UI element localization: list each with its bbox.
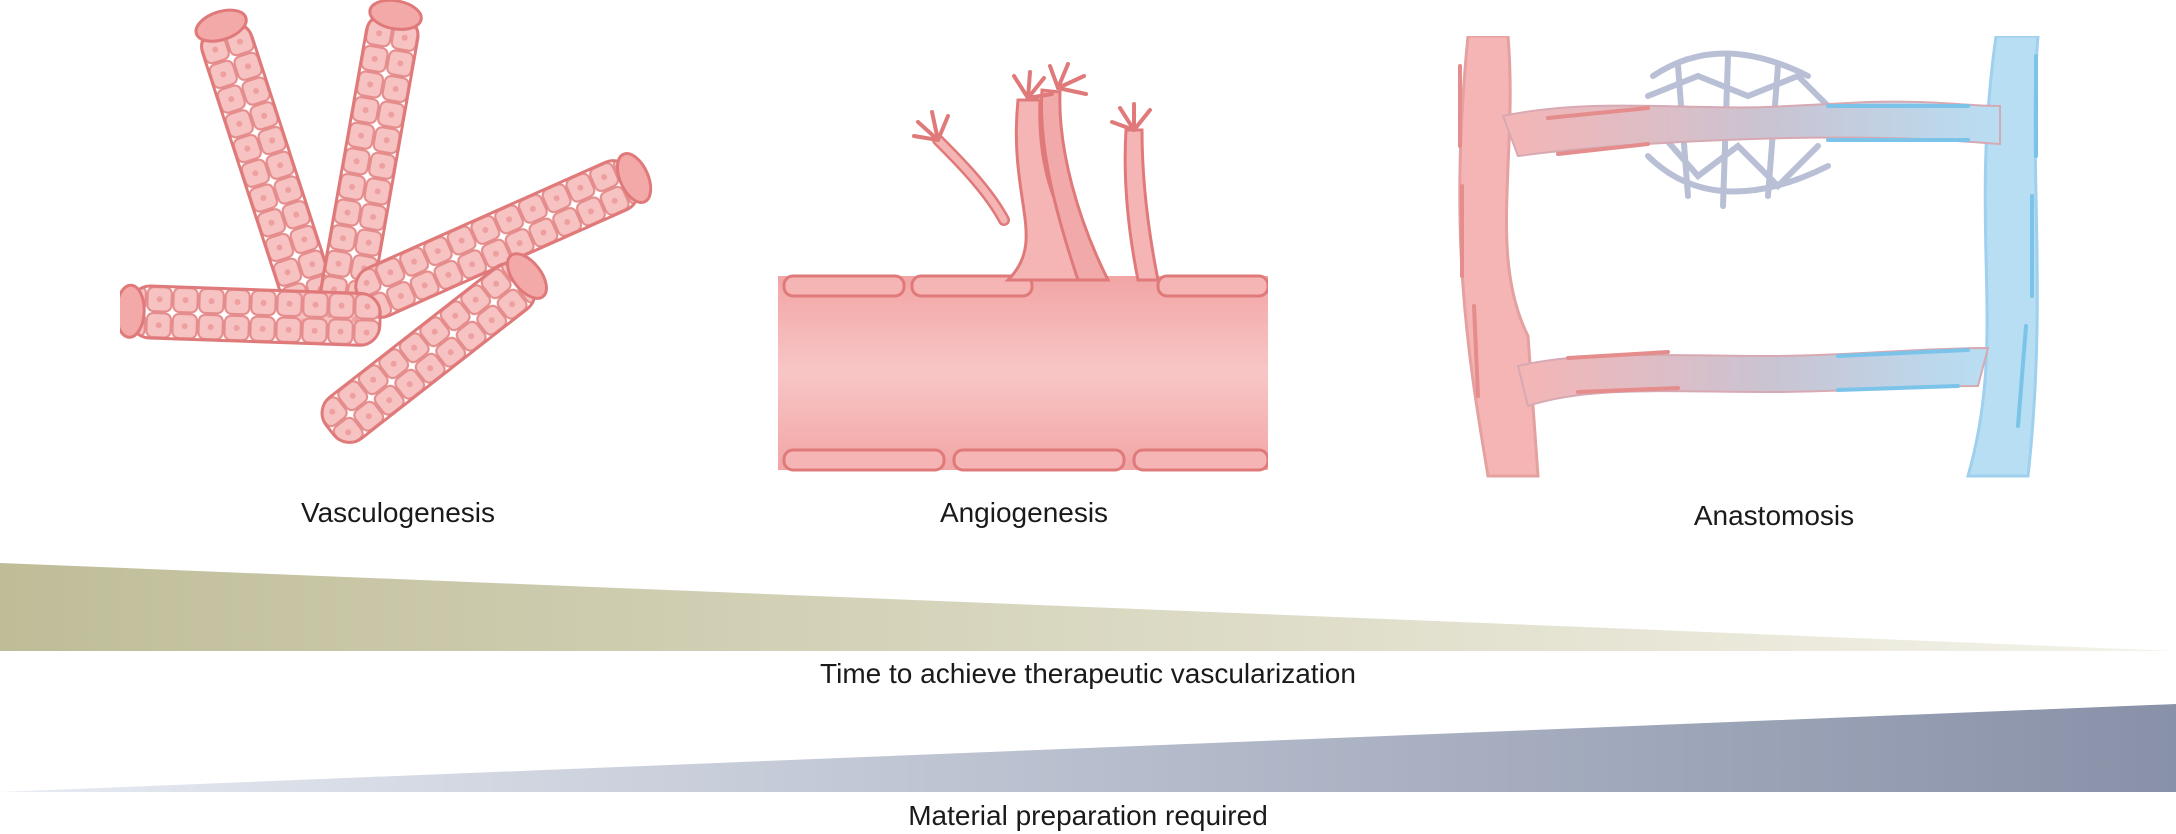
vasculogenesis-label: Vasculogenesis [300, 497, 496, 528]
vasculogenesis-illustration [120, 0, 680, 480]
anastomosis-label: Anastomosis [1693, 500, 1855, 531]
material-wedge [0, 704, 2176, 794]
angiogenesis-illustration [778, 40, 1268, 480]
angiogenesis-label: Angiogenesis [939, 497, 1109, 528]
anastomosis-illustration [1448, 36, 2048, 486]
time-scale-label: Time to achieve therapeutic vascularizat… [820, 658, 1356, 689]
material-scale-label: Material preparation required [908, 800, 1268, 831]
time-wedge [0, 563, 2176, 653]
